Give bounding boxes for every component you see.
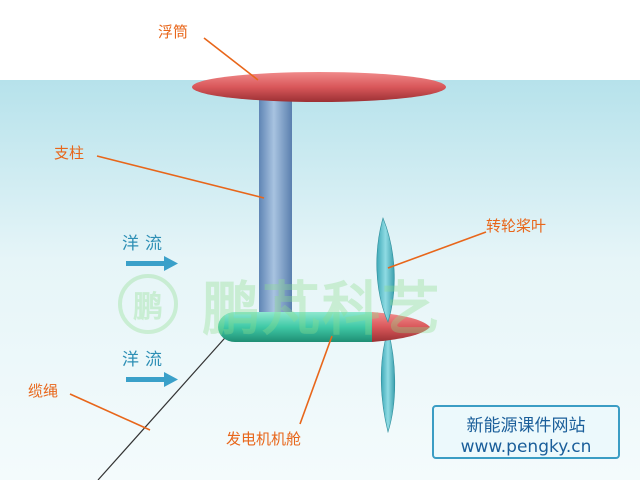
label-blade: 转轮桨叶	[486, 217, 547, 235]
float-buoy	[192, 72, 446, 102]
label-cable: 缆绳	[28, 382, 59, 400]
generator-nacelle	[218, 312, 372, 342]
leader-blade	[387, 231, 487, 269]
credit-site-name: 新能源课件网站	[466, 416, 586, 436]
leader-column	[96, 155, 265, 199]
label-nacelle: 发电机机舱	[226, 430, 302, 448]
flow-arrow-top	[126, 256, 178, 271]
cable-line	[97, 329, 233, 480]
leader-float	[203, 37, 259, 81]
credit-box: 新能源课件网站 www.pengky.cn	[432, 405, 620, 459]
sky	[0, 0, 640, 80]
credit-url[interactable]: www.pengky.cn	[460, 437, 592, 457]
label-float: 浮筒	[158, 23, 189, 41]
watermark-seal-icon: 鹏	[118, 274, 178, 334]
flow-arrow-bottom	[126, 372, 178, 387]
nose-cone	[372, 312, 430, 342]
support-column	[259, 92, 292, 324]
label-column: 支柱	[54, 144, 85, 162]
rotor-blade-upper	[376, 217, 395, 323]
rotor-blade-lower	[380, 328, 396, 434]
leader-nacelle	[299, 335, 333, 425]
flow-label-bottom: 洋流	[122, 350, 168, 370]
leader-cable	[69, 393, 151, 431]
flow-label-top: 洋流	[122, 234, 168, 254]
watermark-text: 鹏芃科艺	[202, 275, 443, 343]
